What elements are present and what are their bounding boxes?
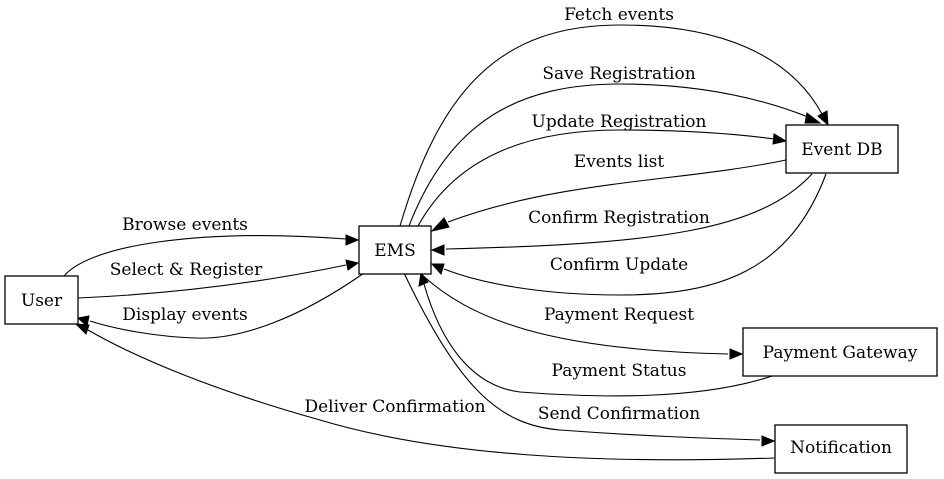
- edge-browse-events: Browse events: [63, 215, 360, 277]
- node-payment-gateway-label: Payment Gateway: [763, 343, 918, 363]
- edge-events-list: Events list: [430, 152, 787, 232]
- edge-select-register: Select & Register: [77, 259, 360, 299]
- edge-confirm-registration: Confirm Registration: [430, 173, 813, 256]
- edge-label-payment-status: Payment Status: [552, 361, 687, 381]
- edge-label-select-register: Select & Register: [110, 260, 263, 280]
- node-event-db-label: Event DB: [801, 140, 882, 160]
- edge-label-payment-request: Payment Request: [544, 305, 694, 325]
- edge-send-confirmation: Send Confirmation: [403, 272, 776, 447]
- edge-label-send-confirmation: Send Confirmation: [538, 404, 700, 424]
- edge-label-confirm-registration: Confirm Registration: [528, 208, 710, 228]
- edge-save-registration: Save Registration: [408, 64, 822, 227]
- edge-display-events: Display events: [76, 272, 365, 339]
- edge-label-browse-events: Browse events: [122, 215, 248, 235]
- node-ems[interactable]: EMS: [358, 225, 432, 275]
- edge-update-registration: Update Registration: [417, 112, 788, 227]
- edge-label-events-list: Events list: [574, 152, 665, 172]
- edge-deliver-confirmation: Deliver Confirmation: [74, 323, 775, 461]
- node-user[interactable]: User: [4, 275, 79, 325]
- edge-label-fetch-events: Fetch events: [564, 5, 674, 25]
- node-user-label: User: [21, 291, 63, 311]
- node-payment-gateway[interactable]: Payment Gateway: [742, 327, 938, 377]
- edge-label-deliver-confirmation: Deliver Confirmation: [304, 397, 485, 417]
- node-event-db[interactable]: Event DB: [785, 124, 899, 174]
- node-notification[interactable]: Notification: [774, 424, 908, 474]
- edge-confirm-update: Confirm Update: [430, 173, 827, 296]
- edge-payment-status: Payment Status: [418, 271, 773, 397]
- edge-payment-request: Payment Request: [419, 272, 744, 360]
- edge-label-confirm-update: Confirm Update: [550, 255, 688, 275]
- node-ems-label: EMS: [374, 241, 415, 261]
- edge-fetch-events: Fetch events: [399, 5, 829, 227]
- edge-label-display-events: Display events: [122, 305, 247, 325]
- node-notification-label: Notification: [790, 438, 892, 458]
- edge-label-save-registration: Save Registration: [542, 64, 695, 84]
- edge-label-update-registration: Update Registration: [532, 112, 707, 132]
